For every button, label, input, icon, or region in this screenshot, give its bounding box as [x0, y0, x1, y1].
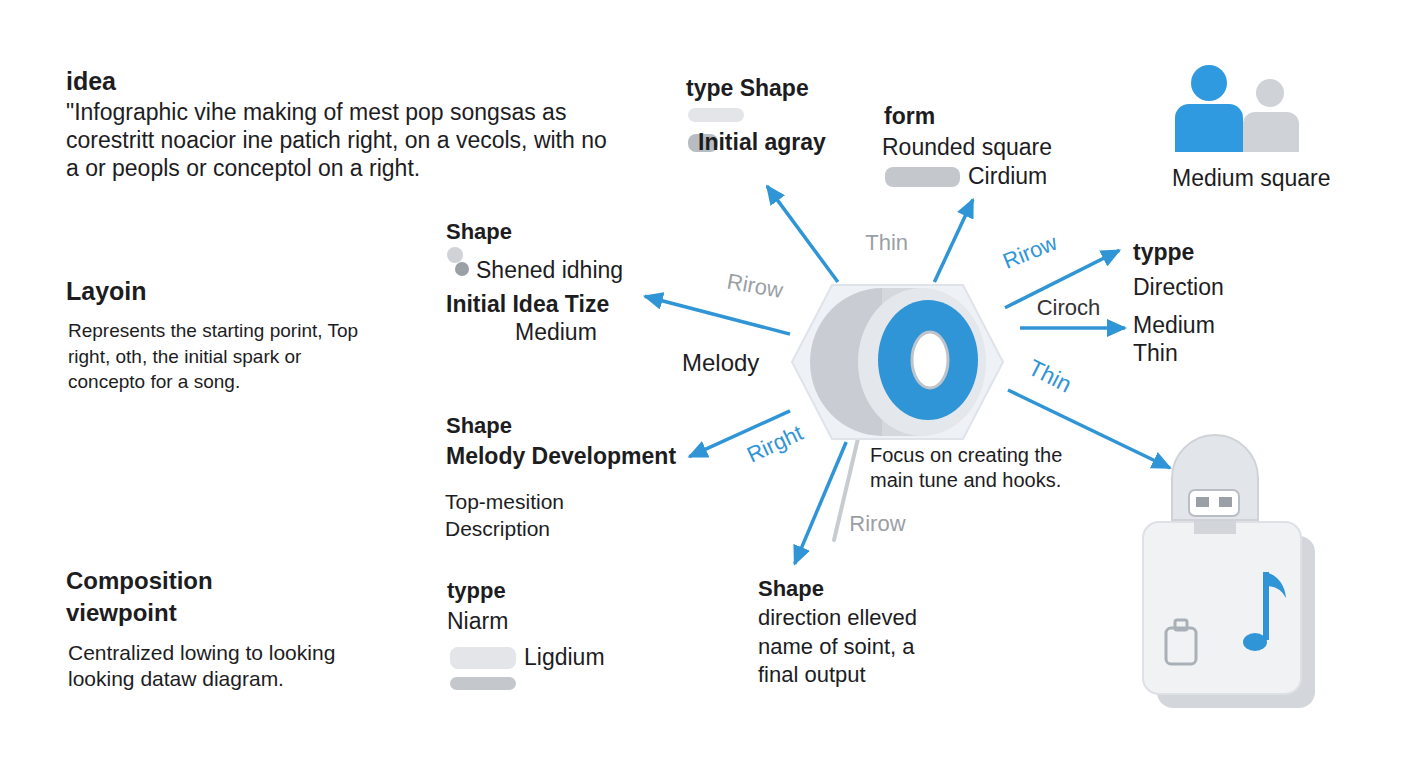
- note-text: Centralized lowing to looking looking da…: [68, 640, 398, 693]
- person-icon-head: [1191, 65, 1227, 101]
- type-text: Niarm: [447, 607, 508, 636]
- node-text: Medium Thin: [1133, 312, 1228, 367]
- form-group: formRounded squareCirdium: [880, 100, 1070, 195]
- node-text: Melody: [682, 348, 759, 378]
- node-text: form: [884, 102, 935, 131]
- node-text: type Shape: [686, 74, 809, 103]
- type-text: Ligdium: [524, 643, 605, 672]
- node-text: Cirdium: [968, 162, 1047, 191]
- node-text: Shened idhing: [476, 256, 623, 285]
- hexagon-outline: [790, 282, 1005, 442]
- robot-visor: [1189, 490, 1239, 516]
- edge-label: Ciroch: [1037, 294, 1101, 322]
- node-text: direction elleved name of soint, a final…: [758, 604, 958, 690]
- node-text: Medium: [515, 318, 597, 347]
- edge-label: Rirght: [742, 419, 807, 469]
- note-text: Focus on creating the main tune and hook…: [870, 443, 1095, 493]
- robot-head: [1172, 435, 1258, 520]
- gray-bar: [450, 677, 516, 690]
- node-text: Shape: [758, 575, 824, 603]
- music-note-flag: [1266, 572, 1286, 598]
- gray-bar: [885, 167, 960, 187]
- person-icon-body: [1175, 104, 1243, 152]
- node-text: Rounded square: [882, 133, 1052, 162]
- central-hub: Melody: [790, 282, 1005, 442]
- arrow-label: Thin: [1024, 353, 1077, 399]
- node-text: Shape: [446, 412, 512, 440]
- connector-arrow: [767, 186, 838, 282]
- box-front: [1143, 522, 1301, 694]
- blue-ring: [878, 300, 978, 420]
- shape-group: ShapeShened idhingInitial Idea TizeMediu…: [445, 218, 640, 348]
- gray-bar: [450, 647, 516, 669]
- person-icon-body: [1243, 112, 1299, 152]
- connector-arrow: [795, 442, 847, 564]
- small-icon: [1175, 620, 1187, 630]
- section-heading: idea: [66, 66, 116, 97]
- node-text: Initial Idea Tize: [446, 290, 609, 319]
- gray-bar: [455, 262, 469, 276]
- node-text: Shape: [446, 218, 512, 246]
- shape-group: ShapeMelody DevelopmentTop-mesition Desc…: [442, 412, 682, 542]
- edge-label: Thin: [865, 229, 908, 257]
- hexagon: [792, 285, 1003, 439]
- node-text: Top-mesition Description: [445, 488, 595, 543]
- section-heading: Layoin: [66, 276, 147, 307]
- shape-group: type ShapeInitial agray: [686, 72, 846, 162]
- edge-label: Rirow: [849, 510, 905, 538]
- person-icon-head: [1256, 79, 1284, 107]
- connector-arrow: [1020, 326, 1125, 330]
- section-heading: Composition viewpoint: [66, 565, 266, 630]
- type-heading: typpe: [447, 577, 506, 605]
- node-text: Melody Development: [446, 442, 676, 471]
- robot-eye: [1196, 497, 1209, 507]
- cylinder-front: [858, 288, 986, 436]
- icon-caption: Medium square: [1172, 164, 1331, 193]
- type-group: typpeDirectionMedium Thin: [1130, 238, 1240, 368]
- node-text: typpe: [1133, 238, 1194, 267]
- gray-bar: [688, 108, 744, 122]
- small-icon: [1166, 628, 1196, 664]
- edge-label: Rirow: [999, 229, 1061, 276]
- gray-bar: [447, 247, 463, 263]
- robot-eye: [1219, 497, 1232, 507]
- shape-group: Shapedirection elleved name of soint, a …: [755, 575, 955, 690]
- note-text: Represents the starting porint, Top righ…: [68, 318, 373, 395]
- note-text: "Infographic vihe making of mest pop son…: [66, 98, 608, 182]
- node-text: Direction: [1133, 273, 1224, 302]
- ring-hole: [912, 332, 948, 388]
- node-text: Initial agray: [698, 128, 826, 157]
- music-note-head: [1243, 633, 1267, 651]
- connector-arrow: [934, 200, 973, 283]
- edge-label: Rirow: [725, 268, 785, 305]
